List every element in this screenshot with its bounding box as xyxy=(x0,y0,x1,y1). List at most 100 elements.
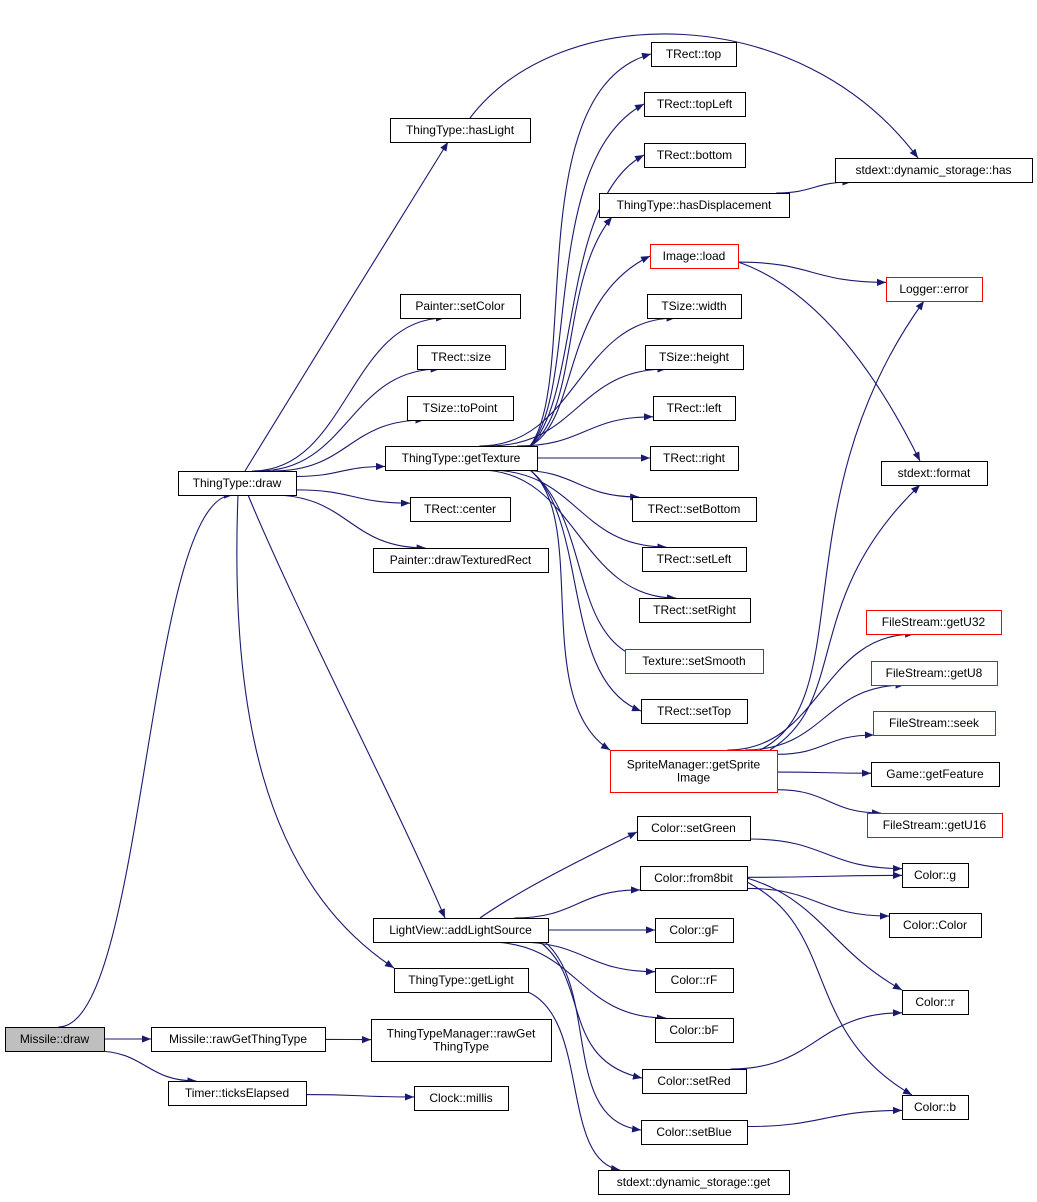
node-box[interactable] xyxy=(645,345,744,370)
node-box[interactable] xyxy=(647,294,742,319)
node-fs-getu16[interactable]: FileStream::getU16 xyxy=(867,813,1003,838)
node-thingtype-haslight[interactable]: ThingType::hasLight xyxy=(390,118,531,143)
node-box[interactable] xyxy=(889,913,982,938)
node-color-color[interactable]: Color::Color xyxy=(889,913,982,938)
node-color-g[interactable]: Color::g xyxy=(902,863,969,888)
node-box[interactable] xyxy=(650,244,739,269)
node-box[interactable] xyxy=(650,446,739,471)
node-texture-setsmooth[interactable]: Texture::setSmooth xyxy=(625,649,764,674)
node-color-gf[interactable]: Color::gF xyxy=(655,918,734,943)
node-image-load[interactable]: Image::load xyxy=(650,244,739,269)
node-thingtype-getlight[interactable]: ThingType::getLight xyxy=(394,968,529,993)
node-box[interactable] xyxy=(637,816,751,841)
node-tsize-topoint[interactable]: TSize::toPoint xyxy=(407,396,514,421)
node-box[interactable] xyxy=(641,1120,748,1145)
node-box[interactable] xyxy=(653,396,736,421)
node-painter-setcolor[interactable]: Painter::setColor xyxy=(400,294,521,319)
node-trect-setleft[interactable]: TRect::setLeft xyxy=(642,547,747,572)
node-box[interactable] xyxy=(871,762,1000,787)
node-box[interactable] xyxy=(642,1069,747,1094)
node-missile-draw[interactable]: Missile::draw xyxy=(5,1027,105,1052)
node-box[interactable] xyxy=(373,918,549,943)
node-trect-setbottom[interactable]: TRect::setBottom xyxy=(632,497,757,522)
node-trect-size[interactable]: TRect::size xyxy=(417,345,506,370)
node-color-r[interactable]: Color::r xyxy=(902,990,969,1015)
node-color-setred[interactable]: Color::setRed xyxy=(642,1069,747,1094)
node-color-setgreen[interactable]: Color::setGreen xyxy=(637,816,751,841)
node-box[interactable] xyxy=(835,158,1033,183)
node-box[interactable] xyxy=(886,277,983,302)
node-lightview-add[interactable]: LightView::addLightSource xyxy=(373,918,549,943)
node-thingtype-hasdisp[interactable]: ThingType::hasDisplacement xyxy=(599,193,790,218)
node-stdext-format[interactable]: stdext::format xyxy=(881,461,988,486)
node-color-bf[interactable]: Color::bF xyxy=(655,1018,734,1043)
node-box[interactable] xyxy=(178,471,297,496)
node-box[interactable] xyxy=(641,699,748,724)
node-trect-top[interactable]: TRect::top xyxy=(651,42,737,67)
node-missile-rawget[interactable]: Missile::rawGetThingType xyxy=(151,1027,326,1052)
node-box[interactable] xyxy=(400,294,521,319)
node-trect-settop[interactable]: TRect::setTop xyxy=(641,699,748,724)
node-box[interactable] xyxy=(655,968,734,993)
node-box[interactable] xyxy=(902,863,969,888)
node-box[interactable] xyxy=(640,866,748,891)
node-box[interactable] xyxy=(655,1018,734,1043)
node-color-b[interactable]: Color::b xyxy=(902,1095,969,1120)
node-box[interactable] xyxy=(873,711,996,736)
node-trect-setright[interactable]: TRect::setRight xyxy=(639,598,751,623)
node-box[interactable] xyxy=(407,396,514,421)
node-trect-right[interactable]: TRect::right xyxy=(650,446,739,471)
node-trect-bottom[interactable]: TRect::bottom xyxy=(644,143,746,168)
node-box[interactable] xyxy=(902,990,969,1015)
node-dyn-storage-has[interactable]: stdext::dynamic_storage::has xyxy=(835,158,1033,183)
node-ttm-rawget[interactable]: ThingTypeManager::rawGetThingType xyxy=(371,1019,552,1062)
node-box[interactable] xyxy=(881,461,988,486)
node-box[interactable] xyxy=(394,968,529,993)
node-box[interactable] xyxy=(632,497,757,522)
node-box[interactable] xyxy=(151,1027,326,1052)
node-box[interactable] xyxy=(651,42,737,67)
node-color-from8bit[interactable]: Color::from8bit xyxy=(640,866,748,891)
node-trect-left[interactable]: TRect::left xyxy=(653,396,736,421)
node-fs-seek[interactable]: FileStream::seek xyxy=(873,711,996,736)
node-box[interactable] xyxy=(417,345,506,370)
node-clock-millis[interactable]: Clock::millis xyxy=(414,1086,509,1111)
node-box[interactable] xyxy=(5,1027,105,1052)
node-box[interactable] xyxy=(644,92,746,117)
node-box[interactable] xyxy=(599,193,790,218)
node-box[interactable] xyxy=(414,1086,509,1111)
node-thingtype-draw[interactable]: ThingType::draw xyxy=(178,471,297,496)
node-box[interactable] xyxy=(871,661,998,686)
node-trect-topleft[interactable]: TRect::topLeft xyxy=(644,92,746,117)
node-box[interactable] xyxy=(371,1019,552,1062)
node-timer-ticks[interactable]: Timer::ticksElapsed xyxy=(168,1081,307,1106)
node-box[interactable] xyxy=(410,497,511,522)
node-box[interactable] xyxy=(390,118,531,143)
node-box[interactable] xyxy=(642,547,747,572)
node-box[interactable] xyxy=(902,1095,969,1120)
node-game-getfeature[interactable]: Game::getFeature xyxy=(871,762,1000,787)
node-logger-error[interactable]: Logger::error xyxy=(886,277,983,302)
node-box[interactable] xyxy=(867,813,1003,838)
node-tsize-width[interactable]: TSize::width xyxy=(647,294,742,319)
node-box[interactable] xyxy=(655,918,734,943)
node-box[interactable] xyxy=(168,1081,307,1106)
node-box[interactable] xyxy=(598,1170,790,1195)
node-color-rf[interactable]: Color::rF xyxy=(655,968,734,993)
node-box[interactable] xyxy=(385,446,538,471)
node-fs-getu8[interactable]: FileStream::getU8 xyxy=(871,661,998,686)
node-box[interactable] xyxy=(639,598,751,623)
node-box[interactable] xyxy=(625,649,764,674)
node-color-setblue[interactable]: Color::setBlue xyxy=(641,1120,748,1145)
node-box[interactable] xyxy=(373,548,549,573)
node-trect-center[interactable]: TRect::center xyxy=(410,497,511,522)
node-painter-drawtex[interactable]: Painter::drawTexturedRect xyxy=(373,548,549,573)
node-tsize-height[interactable]: TSize::height xyxy=(645,345,744,370)
node-box[interactable] xyxy=(644,143,746,168)
node-dyn-storage-get[interactable]: stdext::dynamic_storage::get xyxy=(598,1170,790,1195)
node-box[interactable] xyxy=(610,750,778,793)
node-box[interactable] xyxy=(866,610,1002,635)
node-fs-getu32[interactable]: FileStream::getU32 xyxy=(866,610,1002,635)
node-thingtype-gettexture[interactable]: ThingType::getTexture xyxy=(385,446,538,471)
